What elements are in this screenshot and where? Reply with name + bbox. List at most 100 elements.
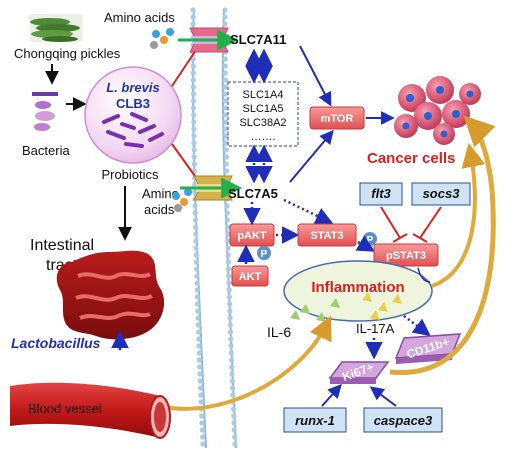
membrane-head bbox=[193, 231, 199, 237]
membrane-head bbox=[196, 350, 202, 356]
probiotic-species: L. brevis bbox=[106, 80, 159, 95]
membrane-head bbox=[222, 91, 229, 97]
caspace3-label: caspace3 bbox=[374, 413, 433, 428]
pakt-label: pAKT bbox=[237, 230, 267, 242]
membrane-head bbox=[223, 119, 229, 125]
membrane-head bbox=[190, 7, 196, 13]
membrane-head bbox=[191, 133, 197, 139]
membrane-head bbox=[198, 399, 204, 405]
membrane-head bbox=[223, 133, 229, 139]
pickles-image bbox=[30, 14, 82, 42]
membrane-head bbox=[224, 210, 230, 216]
membrane-head bbox=[195, 301, 201, 307]
bacteria-icon bbox=[32, 92, 58, 131]
blood-vessel-label: Blood vessel bbox=[28, 401, 102, 416]
membrane-head bbox=[228, 350, 234, 356]
membrane-head bbox=[222, 21, 228, 27]
stat3-box bbox=[297, 223, 357, 247]
membrane-head bbox=[199, 427, 205, 433]
membrane-head bbox=[198, 392, 204, 398]
membrane-head bbox=[191, 140, 197, 146]
membrane-head bbox=[192, 210, 198, 216]
probiotic-strain: CLB3 bbox=[116, 96, 150, 111]
membrane-head bbox=[197, 371, 203, 377]
membrane-head bbox=[230, 406, 237, 412]
membrane-head bbox=[223, 147, 229, 153]
membrane-head bbox=[194, 280, 200, 286]
runx1-box bbox=[283, 407, 347, 433]
cd11b-marker bbox=[394, 333, 462, 364]
amino-acids-bottom-label-2: acids bbox=[144, 202, 175, 217]
slc-group-item-4: ……. bbox=[250, 131, 275, 143]
membrane-head bbox=[225, 245, 231, 251]
membrane-head bbox=[192, 224, 199, 230]
inflammation-label: Inflammation bbox=[311, 279, 404, 296]
blood-vessel-icon bbox=[10, 382, 171, 439]
membrane-head bbox=[190, 63, 196, 69]
membrane-head bbox=[224, 203, 230, 209]
socs3-inhibit-line bbox=[412, 206, 442, 243]
membrane-head bbox=[223, 126, 229, 132]
membrane-head bbox=[199, 420, 205, 426]
caspace3-box bbox=[363, 407, 443, 433]
membrane-head bbox=[190, 84, 196, 90]
pstat3-label: pSTAT3 bbox=[386, 250, 426, 262]
runx1-to-ki67-arrow bbox=[321, 383, 342, 407]
membrane-head bbox=[191, 147, 197, 153]
membrane-head bbox=[195, 308, 201, 314]
intestine-icon bbox=[56, 250, 165, 340]
membrane-head bbox=[191, 154, 197, 160]
vessel-to-inflammation-gold-arrow bbox=[159, 315, 332, 411]
membrane-head bbox=[223, 140, 229, 146]
membrane-head bbox=[226, 280, 232, 286]
flt3-inhibit-line bbox=[380, 206, 408, 243]
membrane-head bbox=[226, 266, 232, 272]
membrane-head bbox=[229, 385, 236, 391]
membrane-head bbox=[200, 441, 206, 447]
membrane-head bbox=[222, 56, 228, 62]
membrane-head bbox=[229, 364, 235, 370]
membrane-head bbox=[232, 441, 238, 447]
membrane-head bbox=[226, 294, 233, 300]
akt-box bbox=[231, 265, 269, 287]
membrane-head bbox=[223, 112, 229, 118]
membrane-head bbox=[195, 315, 201, 321]
cancer-cells-label: Cancer cells bbox=[367, 150, 455, 167]
membrane-head bbox=[229, 371, 235, 377]
pakt-phospho-badge bbox=[257, 246, 271, 260]
membrane-head bbox=[193, 252, 199, 258]
membrane-head bbox=[222, 7, 228, 13]
membrane-head bbox=[200, 434, 206, 440]
membrane-head bbox=[194, 273, 200, 279]
lactobacillus-label: Lactobacillus bbox=[11, 335, 101, 351]
inflammation-to-cancer-gold-arrow bbox=[431, 142, 486, 288]
membrane-head bbox=[226, 273, 232, 279]
il17a-label: IL-17A bbox=[356, 321, 395, 336]
membrane-head bbox=[191, 126, 197, 132]
slc7a11-to-mtor-arrow bbox=[299, 45, 332, 107]
membrane-head bbox=[228, 357, 235, 363]
membrane-head bbox=[191, 112, 197, 118]
slc-group-item-2: SLC1A5 bbox=[243, 103, 284, 115]
membrane-head bbox=[225, 252, 231, 258]
slc7a5-to-stat3-arrow bbox=[283, 198, 334, 224]
socs3-box bbox=[411, 182, 471, 206]
membrane-head bbox=[228, 336, 234, 342]
membrane-head bbox=[194, 266, 200, 272]
pakt-phospho-label: P bbox=[261, 249, 268, 260]
ki67-marker bbox=[328, 361, 390, 384]
stat3-phospho-label: P bbox=[367, 235, 374, 246]
membrane-head bbox=[222, 84, 228, 90]
membrane-head bbox=[231, 420, 237, 426]
amino-acid-dots-top bbox=[150, 28, 174, 49]
mtor-box bbox=[309, 106, 365, 130]
membrane-head bbox=[222, 63, 228, 69]
membrane-head bbox=[195, 329, 202, 335]
membrane-head bbox=[190, 91, 197, 97]
caspace3-to-ki67-arrow bbox=[369, 386, 397, 407]
membrane-head bbox=[225, 238, 231, 244]
membrane-head bbox=[190, 98, 197, 104]
membrane-head bbox=[226, 287, 232, 293]
slc7a5-to-mtor-arrow bbox=[289, 129, 334, 183]
